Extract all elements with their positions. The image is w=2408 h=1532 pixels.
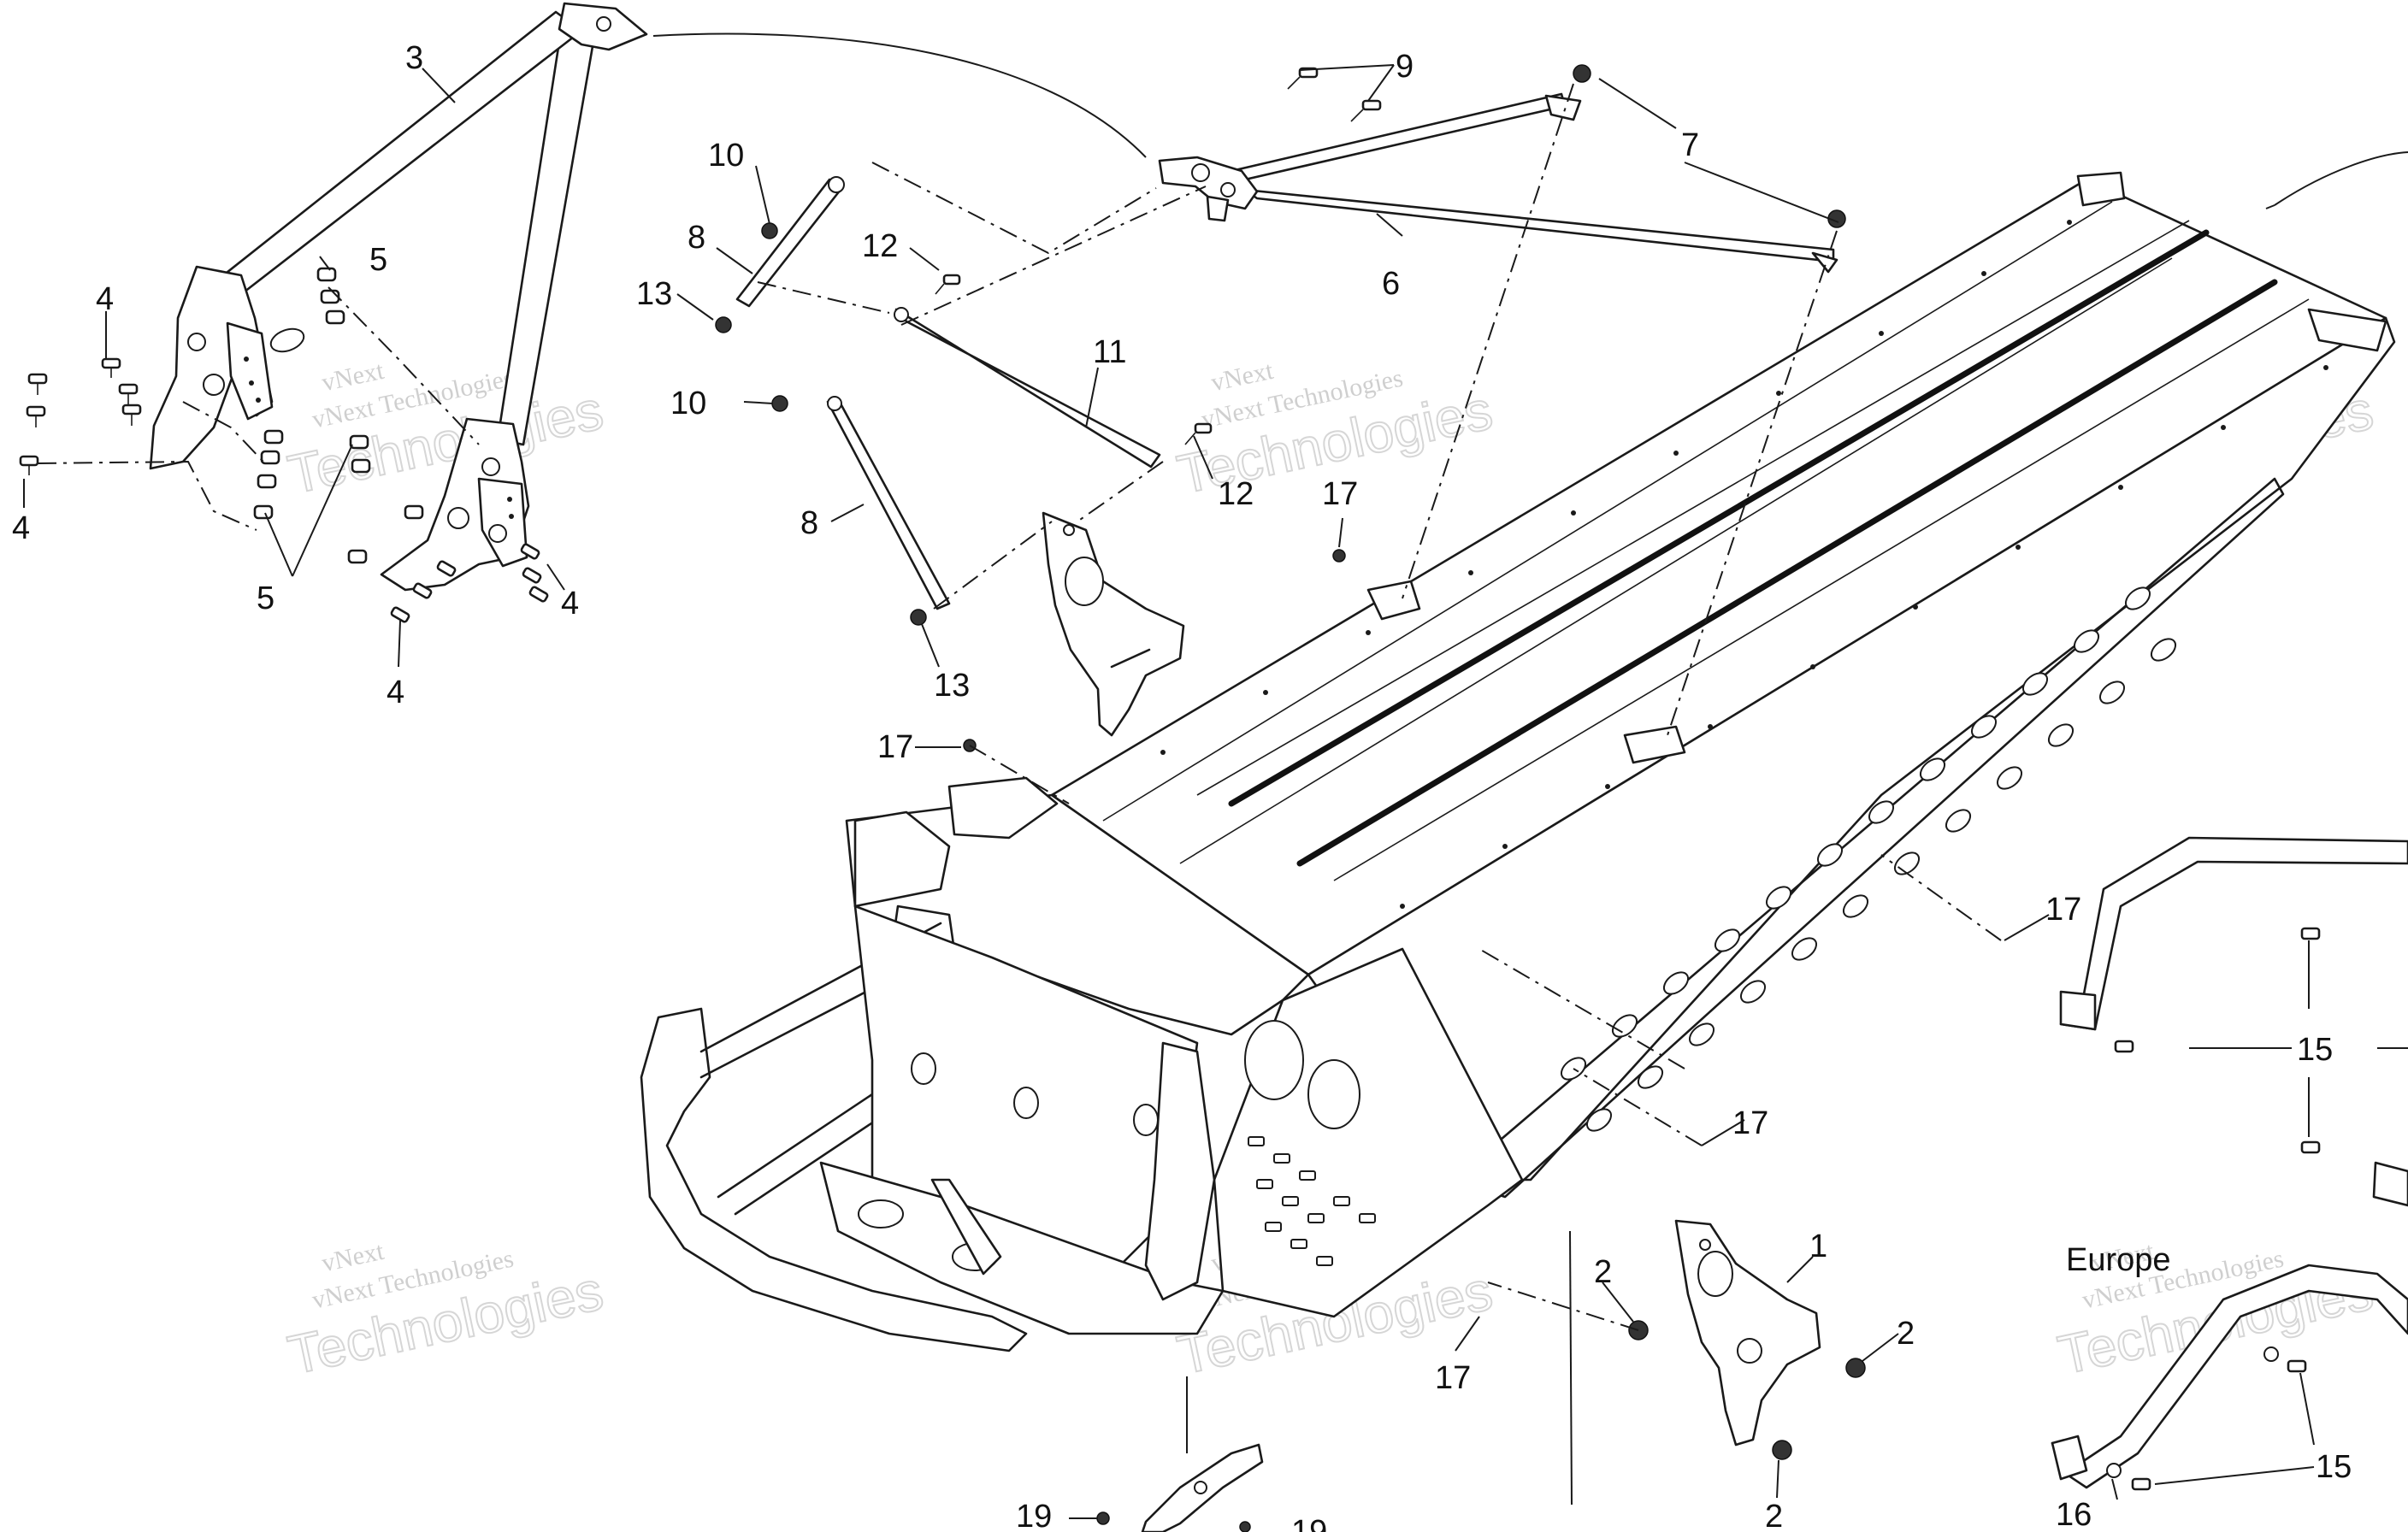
bolt-icon bbox=[522, 567, 542, 584]
callout-16: 16 bbox=[2056, 1497, 2092, 1532]
bolt-icon bbox=[1184, 422, 1213, 445]
part-8-upper-rod bbox=[735, 176, 845, 308]
callout-17: 17 bbox=[1435, 1360, 1471, 1396]
nut-icon bbox=[910, 609, 927, 626]
watermark-text: vNext bbox=[319, 1237, 387, 1278]
footrest-bracket-19 bbox=[1096, 1443, 1264, 1532]
callout-4: 4 bbox=[387, 675, 404, 710]
callout-6: 6 bbox=[1382, 266, 1400, 302]
callout-4: 4 bbox=[96, 281, 114, 317]
callout-8: 8 bbox=[688, 220, 705, 256]
callout-3: 3 bbox=[405, 40, 423, 76]
part-6-upper-struts bbox=[1158, 92, 1838, 274]
washer-icon bbox=[2106, 1463, 2122, 1478]
watermark-text: vNext bbox=[1208, 356, 1276, 398]
bolt-icon bbox=[118, 383, 139, 405]
callout-8: 8 bbox=[800, 505, 818, 541]
nut-icon bbox=[1772, 1440, 1792, 1460]
nut-icon bbox=[1332, 549, 1346, 563]
bolt-icon bbox=[412, 582, 433, 599]
washer-icon bbox=[2263, 1346, 2279, 1362]
callout-2: 2 bbox=[1594, 1254, 1612, 1290]
bolt-icon bbox=[935, 274, 961, 295]
bolt-icon bbox=[2287, 1359, 2307, 1373]
nut-icon bbox=[771, 395, 788, 412]
callout-17: 17 bbox=[1322, 476, 1358, 512]
callout-17: 17 bbox=[877, 729, 913, 765]
tunnel-rivets bbox=[1160, 220, 2328, 909]
dashed-assembly-lines bbox=[37, 83, 2002, 1331]
bolt-icon bbox=[436, 560, 457, 577]
part-3-front-support-frame bbox=[149, 2, 648, 592]
callout-11: 11 bbox=[1093, 334, 1126, 370]
bolt-icon bbox=[2300, 927, 2321, 940]
callout-13: 13 bbox=[934, 668, 970, 704]
bolt-icon bbox=[121, 404, 142, 426]
bolt-icon bbox=[27, 373, 48, 395]
bolt-icon bbox=[390, 606, 410, 623]
nuts-10-12-13-17 bbox=[715, 222, 1346, 752]
bolt-icon bbox=[528, 586, 549, 603]
bolt-icon bbox=[101, 357, 121, 378]
callout-10: 10 bbox=[708, 138, 744, 174]
nut-icon bbox=[1239, 1521, 1251, 1532]
bolt-icon bbox=[19, 455, 39, 475]
bolt-icon bbox=[1350, 99, 1382, 122]
bolt-icon bbox=[2131, 1477, 2151, 1491]
callout-4: 4 bbox=[561, 586, 579, 622]
nut-icon bbox=[1573, 64, 1591, 83]
callout-4: 4 bbox=[12, 510, 30, 546]
fasteners-7-9 bbox=[1287, 64, 1846, 228]
bolt-icon bbox=[26, 405, 46, 427]
callout-1: 1 bbox=[1809, 1229, 1827, 1264]
callout-15: 15 bbox=[2297, 1032, 2333, 1068]
callout-labels: 1 2 2 2 3 4 4 4 4 5 5 6 7 8 8 9 10 10 11… bbox=[12, 40, 2352, 1532]
rear-bumper-upper bbox=[2059, 836, 2408, 1207]
side-panel-holes bbox=[1248, 1136, 1376, 1266]
callout-13: 13 bbox=[636, 276, 672, 312]
callout-19: 19 bbox=[1016, 1499, 1052, 1532]
callout-9: 9 bbox=[1396, 49, 1414, 85]
bolt-icon bbox=[1287, 67, 1319, 90]
bolt-icon bbox=[2114, 1040, 2134, 1053]
callout-19: 19 bbox=[1291, 1514, 1327, 1532]
callout-12: 12 bbox=[1218, 476, 1254, 512]
callout-2: 2 bbox=[1765, 1499, 1783, 1532]
nut-icon bbox=[761, 222, 778, 239]
leader-lines bbox=[23, 32, 2408, 1519]
part-1-bracket bbox=[1628, 1219, 1866, 1460]
callout-7: 7 bbox=[1681, 127, 1699, 163]
callout-5: 5 bbox=[369, 242, 387, 278]
callout-17: 17 bbox=[1732, 1105, 1768, 1141]
bolt-icon bbox=[2300, 1140, 2321, 1154]
callout-10: 10 bbox=[670, 386, 706, 421]
bolt-icon bbox=[520, 543, 540, 560]
rear-bumper-europe bbox=[2051, 1264, 2408, 1491]
part-8-lower-rod bbox=[826, 396, 951, 610]
upper-mount-bracket bbox=[1042, 511, 1185, 737]
nut-icon bbox=[715, 316, 732, 333]
tunnel-slots bbox=[1560, 586, 2177, 1132]
front-bulkhead bbox=[640, 776, 1524, 1352]
callout-15: 15 bbox=[2316, 1449, 2352, 1485]
callout-2: 2 bbox=[1897, 1316, 1915, 1352]
callout-5: 5 bbox=[257, 580, 274, 616]
callout-17: 17 bbox=[2045, 892, 2081, 928]
callout-12: 12 bbox=[862, 228, 898, 264]
nut-icon bbox=[1845, 1358, 1866, 1378]
nut-icon bbox=[1096, 1511, 1110, 1525]
region-label-europe: Europe bbox=[2066, 1242, 2171, 1278]
fasteners-4-5 bbox=[19, 267, 549, 623]
part-11-rod bbox=[894, 307, 1161, 468]
watermark-text: vNext bbox=[319, 356, 387, 398]
